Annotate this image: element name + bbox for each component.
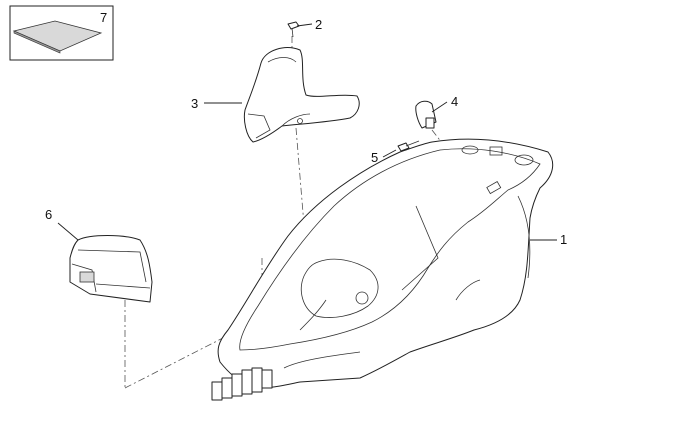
part-1-underseat-compartment [211,138,554,401]
part-2-screw [287,21,300,38]
callout-3: 3 [191,96,198,111]
part-7-kit-box [9,5,114,61]
part-4-clip [415,100,437,129]
part-5-bolt [397,140,420,152]
part-6-box-cover [69,235,153,303]
callout-1: 1 [560,232,567,247]
part-1-latch-teeth [211,367,273,401]
callout-5: 5 [371,150,378,165]
part-3-cover [243,47,360,143]
leader-lines [57,23,557,241]
callout-6: 6 [45,207,52,222]
callout-2: 2 [315,17,322,32]
callout-4: 4 [451,94,458,109]
callout-7: 7 [100,10,107,25]
